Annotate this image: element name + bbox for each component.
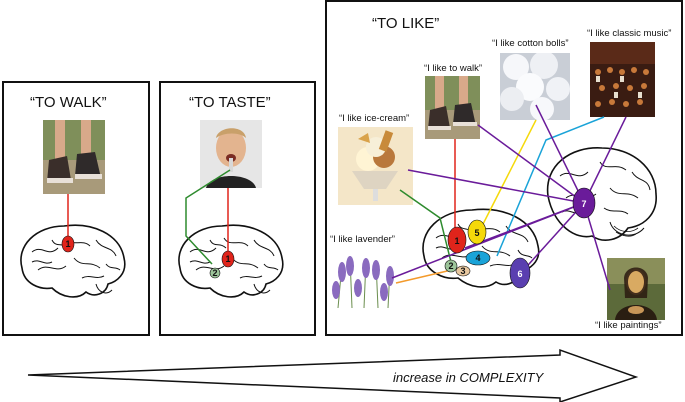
complexity-arrow — [27, 348, 639, 402]
caption-paintings: “I like paintings” — [595, 320, 662, 331]
region-5-like-label: 5 — [474, 228, 479, 238]
region-1-walk — [61, 235, 75, 253]
caption-walk: “I like to walk” — [424, 63, 483, 74]
complexity-label: increase in COMPLEXITY — [393, 370, 544, 385]
region-3-like — [455, 265, 471, 277]
panel-title-taste: “TO TASTE” — [189, 94, 271, 111]
region-2-like-label: 2 — [448, 261, 453, 271]
brain-walk — [12, 218, 130, 308]
region-1-like — [447, 226, 467, 254]
region-2-taste-label: 2 — [212, 268, 217, 278]
orchestra-photo — [590, 42, 655, 117]
region-7-like-label: 7 — [581, 199, 586, 209]
region-1-taste — [221, 250, 235, 268]
region-1-walk-label: 1 — [65, 239, 70, 249]
caption-music: “I like classic music” — [587, 28, 672, 39]
person-tasting-photo — [200, 120, 262, 188]
region-6-like — [509, 257, 531, 289]
brain-like-rear — [540, 136, 662, 252]
region-2-taste — [209, 267, 221, 279]
caption-icecream: “I like ice-cream” — [339, 113, 410, 124]
mona-lisa-photo — [607, 258, 665, 320]
region-7-like — [572, 187, 596, 219]
region-1-like-label: 1 — [454, 236, 459, 246]
region-2-like — [444, 259, 458, 273]
walking-feet-photo-like — [425, 76, 480, 139]
ice-cream-photo — [338, 127, 413, 205]
cotton-bolls-photo — [500, 53, 570, 120]
region-3-like-label: 3 — [460, 266, 465, 276]
region-1-taste-label: 1 — [225, 254, 230, 264]
region-4-like — [465, 250, 491, 266]
panel-title-walk: “TO WALK” — [30, 94, 107, 111]
lavender-photo — [328, 250, 396, 308]
region-4-like-label: 4 — [475, 253, 480, 263]
caption-lavender: “I like lavender” — [330, 234, 395, 245]
region-6-like-label: 6 — [517, 269, 522, 279]
caption-cotton: “I like cotton bolls” — [492, 38, 569, 49]
region-5-like — [467, 219, 487, 245]
walking-feet-photo — [43, 120, 105, 194]
panel-title-like: “TO LIKE” — [372, 15, 440, 32]
